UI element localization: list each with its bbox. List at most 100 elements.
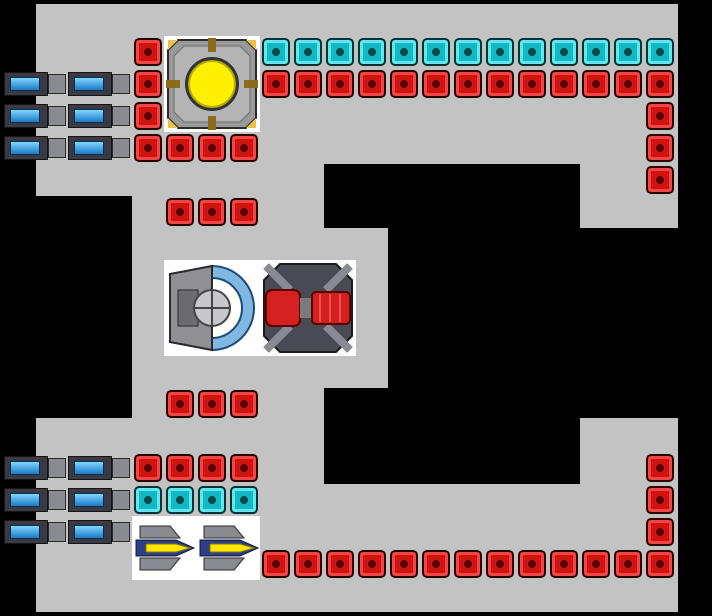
red-armor-block[interactable] <box>262 550 290 578</box>
red-armor-block[interactable] <box>390 550 418 578</box>
reactor-module[interactable] <box>164 36 260 132</box>
red-armor-block[interactable] <box>198 134 226 162</box>
red-armor-block[interactable] <box>646 70 674 98</box>
red-armor-block[interactable] <box>486 550 514 578</box>
cyan-armor-block[interactable] <box>582 38 610 66</box>
blue-thruster-icon[interactable] <box>68 518 132 546</box>
blue-thruster-icon[interactable] <box>4 102 68 130</box>
block-center-icon <box>528 80 536 88</box>
red-armor-block[interactable] <box>134 70 162 98</box>
block-center-icon <box>272 48 280 56</box>
cyan-armor-block[interactable] <box>230 486 258 514</box>
blue-thruster-icon[interactable] <box>68 102 132 130</box>
red-armor-block[interactable] <box>230 198 258 226</box>
blue-thruster-icon[interactable] <box>4 454 68 482</box>
red-armor-block[interactable] <box>550 70 578 98</box>
cyan-armor-block[interactable] <box>422 38 450 66</box>
red-armor-block[interactable] <box>614 70 642 98</box>
red-armor-block[interactable] <box>646 486 674 514</box>
red-armor-block[interactable] <box>614 550 642 578</box>
red-armor-block[interactable] <box>230 390 258 418</box>
red-armor-block[interactable] <box>166 134 194 162</box>
shield-generator-module[interactable] <box>164 260 260 356</box>
blue-thruster-icon[interactable] <box>68 70 132 98</box>
blue-thruster-icon[interactable] <box>4 70 68 98</box>
red-armor-block[interactable] <box>486 70 514 98</box>
red-armor-block[interactable] <box>326 70 354 98</box>
red-armor-block[interactable] <box>646 166 674 194</box>
red-armor-block[interactable] <box>294 70 322 98</box>
red-armor-block[interactable] <box>166 198 194 226</box>
red-armor-block[interactable] <box>390 70 418 98</box>
red-armor-block[interactable] <box>198 454 226 482</box>
block-center-icon <box>304 560 312 568</box>
red-armor-block[interactable] <box>582 70 610 98</box>
red-armor-block[interactable] <box>582 550 610 578</box>
block-center-icon <box>176 144 184 152</box>
red-armor-block[interactable] <box>454 550 482 578</box>
cyan-armor-block[interactable] <box>518 38 546 66</box>
cyan-armor-block[interactable] <box>326 38 354 66</box>
red-armor-block[interactable] <box>134 454 162 482</box>
red-armor-block[interactable] <box>422 550 450 578</box>
small-fighter-2[interactable] <box>196 516 260 580</box>
shield-generator-icon <box>164 260 260 356</box>
cyan-armor-block[interactable] <box>486 38 514 66</box>
red-armor-block[interactable] <box>134 134 162 162</box>
red-armor-block[interactable] <box>646 518 674 546</box>
red-armor-block[interactable] <box>646 102 674 130</box>
red-armor-block[interactable] <box>134 102 162 130</box>
red-armor-block[interactable] <box>262 70 290 98</box>
block-center-icon <box>432 560 440 568</box>
block-center-icon <box>240 144 248 152</box>
blue-thruster-icon[interactable] <box>68 134 132 162</box>
thruster-glow <box>74 109 104 123</box>
red-armor-block[interactable] <box>230 454 258 482</box>
block-center-icon <box>656 144 664 152</box>
blue-thruster-icon[interactable] <box>4 134 68 162</box>
cyan-armor-block[interactable] <box>134 486 162 514</box>
red-armor-block[interactable] <box>198 198 226 226</box>
blue-thruster-icon[interactable] <box>68 454 132 482</box>
cyan-armor-block[interactable] <box>550 38 578 66</box>
thruster-nozzle <box>112 74 130 94</box>
red-armor-block[interactable] <box>198 390 226 418</box>
red-armor-block[interactable] <box>646 134 674 162</box>
cyan-armor-block[interactable] <box>262 38 290 66</box>
red-armor-block[interactable] <box>134 38 162 66</box>
red-armor-block[interactable] <box>358 550 386 578</box>
block-center-icon <box>592 80 600 88</box>
red-armor-block[interactable] <box>518 70 546 98</box>
red-armor-block[interactable] <box>166 454 194 482</box>
blue-thruster-icon[interactable] <box>4 486 68 514</box>
blue-thruster-icon[interactable] <box>68 486 132 514</box>
red-armor-block[interactable] <box>646 454 674 482</box>
cyan-armor-block[interactable] <box>390 38 418 66</box>
red-armor-block[interactable] <box>230 134 258 162</box>
cyan-armor-block[interactable] <box>646 38 674 66</box>
red-armor-block[interactable] <box>518 550 546 578</box>
red-armor-block[interactable] <box>358 70 386 98</box>
cyan-armor-block[interactable] <box>198 486 226 514</box>
red-turret-module[interactable] <box>260 260 356 356</box>
block-center-icon <box>656 112 664 120</box>
cyan-armor-block[interactable] <box>294 38 322 66</box>
red-armor-block[interactable] <box>454 70 482 98</box>
cyan-armor-block[interactable] <box>454 38 482 66</box>
red-armor-block[interactable] <box>166 390 194 418</box>
block-center-icon <box>432 80 440 88</box>
red-armor-block[interactable] <box>646 550 674 578</box>
cyan-armor-block[interactable] <box>358 38 386 66</box>
cyan-armor-block[interactable] <box>614 38 642 66</box>
cyan-armor-block[interactable] <box>166 486 194 514</box>
block-center-icon <box>624 80 632 88</box>
small-fighter-1[interactable] <box>132 516 196 580</box>
block-center-icon <box>176 208 184 216</box>
void-gap-top <box>324 164 580 228</box>
red-armor-block[interactable] <box>422 70 450 98</box>
red-armor-block[interactable] <box>550 550 578 578</box>
red-armor-block[interactable] <box>326 550 354 578</box>
red-armor-block[interactable] <box>294 550 322 578</box>
small-fighter-ship-icon <box>196 516 260 580</box>
blue-thruster-icon[interactable] <box>4 518 68 546</box>
